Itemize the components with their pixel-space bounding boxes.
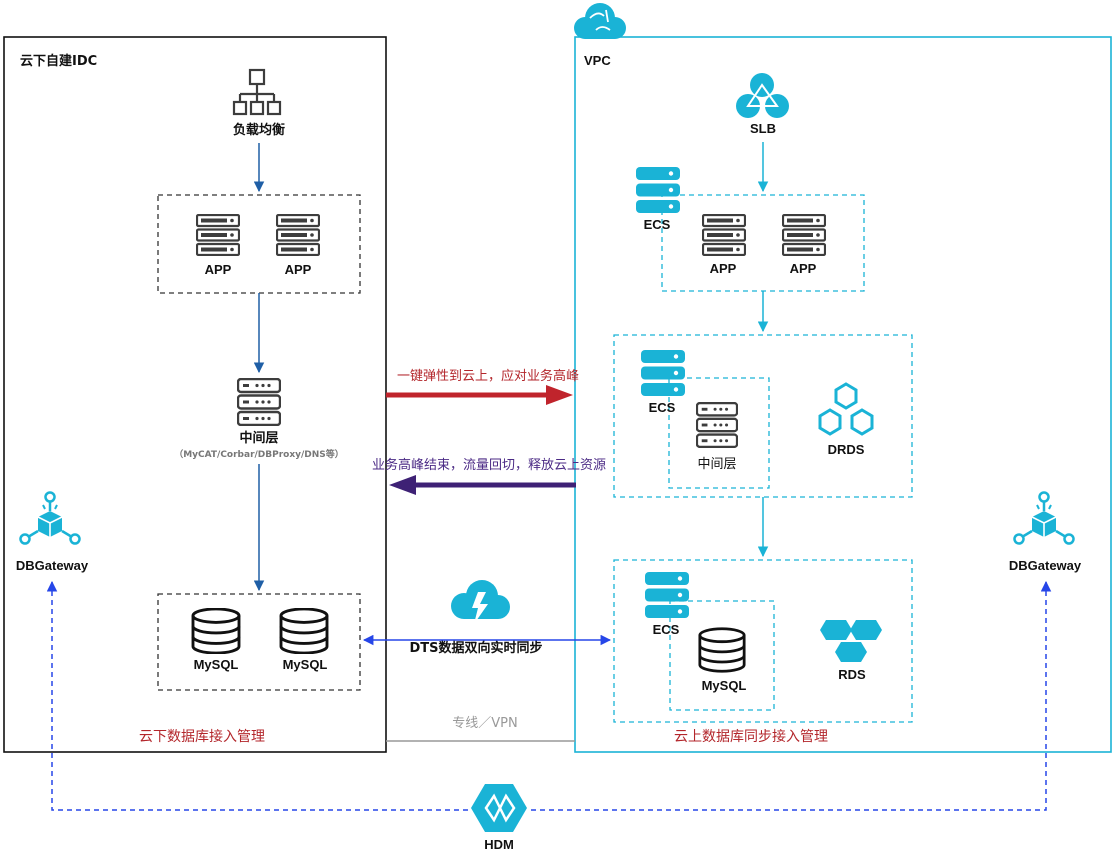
vpc-mysql-group [669,600,775,711]
vpn-label: 专线／VPN [452,716,517,731]
vpc-management-label: 云上数据库同步接入管理 [674,728,828,745]
idc-middleware-label: 中间层 [239,430,278,446]
left-dbgateway-icon [19,491,81,545]
drds-icon [818,382,874,436]
idc-mysql-2-database-icon [279,608,329,654]
idc-management-label: 云下数据库接入管理 [139,728,265,745]
idc-middleware-detail: （MyCAT/Corbar/DBProxy/DNS等） [174,448,344,460]
vpc-app-group [661,194,865,292]
slb-icon [736,73,789,118]
vpc-app-1-label: APP [710,261,737,276]
vpc-mysql-database-icon [698,627,746,673]
hdm-label: HDM [484,837,514,852]
scale-back-label: 业务高峰结束，流量回切，释放云上资源 [372,457,606,473]
idc-mysql-1-database-icon [191,608,241,654]
slb-label: SLB [750,121,776,136]
vpc-ecs-1-server-icon [636,167,680,213]
right-dbgateway-icon [1013,491,1075,545]
vpc-cloud-icon [574,3,626,39]
right-dbgateway-label: DBGateway [1009,558,1082,573]
vpc-ecs-1-label: ECS [644,217,671,232]
load-balancer-icon [232,68,282,116]
vpc-app-2-label: APP [790,261,817,276]
vpc-ecs-3-server-icon [645,572,689,618]
vpc-middleware-group [668,377,770,489]
vpc-mysql-label: MySQL [702,678,747,693]
idc-app-1-server-icon [196,214,240,256]
idc-mysql-1-label: MySQL [194,657,239,672]
load-balancer-label: 负载均衡 [233,122,285,138]
idc-mysql-group [157,593,361,691]
rds-icon [820,620,882,662]
idc-title: 云下自建IDC [20,53,97,69]
scale-out-label: 一键弹性到云上，应对业务高峰 [397,368,579,384]
scale-back-arrow-head [389,475,416,495]
left-dbgateway-label: DBGateway [16,558,89,573]
hdm-left-link [46,580,470,811]
idc-app-2-label: APP [285,262,312,277]
hdm-icon [471,784,527,832]
vpc-app-1-server-icon [702,214,746,256]
vpc-rds-group [613,559,913,723]
dts-cloud-icon [451,580,510,624]
idc-app-1-label: APP [205,262,232,277]
vpc-ecs-2-label: ECS [649,400,676,415]
vpc-middleware-server-icon [696,402,738,448]
vpc-middleware-label: 中间层 [697,457,736,472]
vpc-title: VPC [584,53,611,68]
vpc-frame [574,36,1112,753]
hdm-right-link [528,580,1052,811]
idc-middleware-server-icon [237,378,281,426]
vpc-ecs-3-label: ECS [653,622,680,637]
idc-app-group [157,194,361,294]
idc-frame [3,36,387,753]
dts-sync-label: DTS数据双向实时同步 [409,640,542,656]
vpc-app-2-server-icon [782,214,826,256]
idc-app-2-server-icon [276,214,320,256]
scale-out-arrow-head [546,385,573,405]
idc-mysql-2-label: MySQL [283,657,328,672]
drds-label: DRDS [828,442,865,457]
vpc-drds-group [613,334,913,498]
vpc-ecs-2-server-icon [641,350,685,396]
rds-label: RDS [838,667,866,682]
